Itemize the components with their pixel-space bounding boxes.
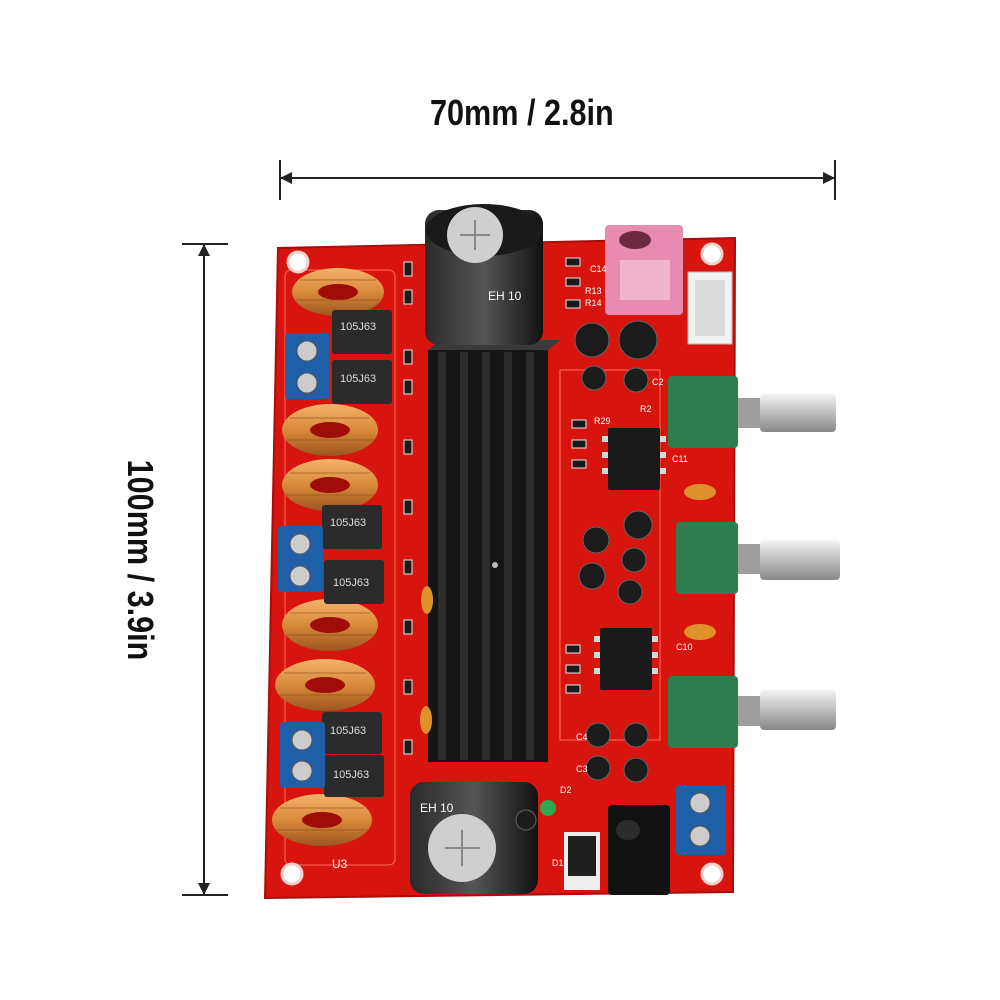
capacitor-marking: EH 10: [420, 801, 454, 815]
width-dimension-label: 70mm / 2.8in: [430, 92, 614, 133]
potentiometers: [668, 376, 840, 748]
capacitor-marking: EH 10: [488, 289, 522, 303]
height-dimension-line: [182, 243, 228, 896]
silk-label: R14: [585, 298, 602, 308]
silk-label: C11: [672, 454, 688, 464]
potentiometer-treble: [668, 376, 836, 448]
silk-label: C2: [652, 377, 664, 387]
inductor-marking: 105J63: [333, 769, 369, 781]
coil-5: [275, 659, 375, 711]
audio-jack: [605, 225, 683, 315]
dc-power-jack: [608, 805, 670, 895]
terminal-block-bottom: [280, 722, 325, 788]
smd-inductors: 105J63 105J63 105J63 105J63 105J63 105J6…: [322, 310, 392, 797]
op-amp-ics: [594, 428, 666, 690]
silk-label: C3: [576, 764, 588, 774]
speaker-terminals: [278, 333, 726, 855]
silk-label: D1: [552, 858, 564, 868]
heatsink: [428, 340, 560, 762]
terminal-block-mid: [278, 526, 323, 592]
coil-1: [292, 268, 384, 316]
silk-label: D2: [560, 785, 572, 795]
inductor-marking: 105J63: [330, 517, 366, 529]
potentiometer-bass: [676, 522, 840, 594]
terminal-block-power: [676, 785, 726, 855]
led-indicator: [540, 800, 556, 816]
mounting-holes: [280, 242, 724, 886]
terminal-block-top: [285, 333, 330, 399]
smd-resistors: [403, 257, 587, 755]
coil-4: [282, 599, 378, 651]
silk-label: C4: [576, 732, 588, 742]
coil-6: [272, 794, 372, 846]
inductor-marking: 105J63: [340, 321, 376, 333]
inductor-marking: 105J63: [333, 577, 369, 589]
coil-3: [282, 459, 378, 511]
width-dimension-line: [279, 160, 836, 200]
region-label: U3: [332, 857, 348, 871]
main-capacitor-top: EH 10: [425, 204, 543, 345]
input-connector: [687, 271, 733, 345]
ceramic-capacitors: [420, 484, 716, 734]
inductor-marking: 105J63: [330, 725, 366, 737]
silk-label: R2: [640, 404, 652, 414]
silk-label: C14: [590, 264, 607, 274]
silk-label: R13: [585, 286, 602, 296]
silk-label: R29: [594, 416, 611, 426]
coil-2: [282, 404, 378, 456]
potentiometer-volume: [668, 676, 836, 748]
main-capacitor-bottom: EH 10: [410, 782, 538, 894]
silk-label: C10: [676, 642, 693, 652]
inductor-marking: 105J63: [340, 373, 376, 385]
small-capacitors: [515, 320, 658, 831]
silkscreen-labels: C14 R13 R14 R2 C2 R29 C11 C10 D2 D1 C3 C…: [332, 264, 693, 871]
toroid-inductors: [272, 268, 384, 846]
diode: [564, 832, 600, 890]
